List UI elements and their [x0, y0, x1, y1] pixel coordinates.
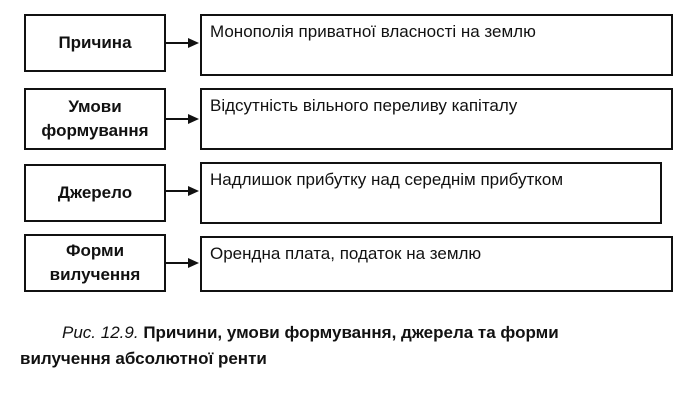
- caption-text-2: вилучення абсолютної ренти: [20, 349, 267, 368]
- desc-box-source: Надлишок прибутку над середнім прибутком: [200, 162, 662, 224]
- arrow-2: [166, 112, 200, 126]
- caption-number: 12.9.: [100, 323, 139, 342]
- arrow-3: [166, 184, 200, 198]
- desc-conditions: Відсутність вільного переливу капіталу: [210, 96, 518, 115]
- desc-source: Надлишок прибутку над середнім прибутком: [210, 170, 564, 189]
- label-cause: Причина: [58, 33, 132, 52]
- figure-caption: Рис. 12.9. Причини, умови формування, дж…: [20, 320, 680, 372]
- label-source: Джерело: [57, 183, 133, 202]
- label-forms: Форми вилучення: [49, 241, 141, 284]
- label-box-source: Джерело: [24, 164, 166, 222]
- desc-box-forms: Орендна плата, податок на землю: [200, 236, 673, 292]
- desc-cause: Монополія приватної власності на землю: [210, 22, 536, 41]
- rent-diagram: Причина Монополія приватної власності на…: [24, 14, 673, 292]
- desc-forms: Орендна плата, податок на землю: [210, 244, 482, 263]
- arrow-1: [166, 36, 200, 50]
- label-box-conditions: Умови формування: [24, 88, 166, 150]
- caption-line-1: Рис. 12.9. Причини, умови формування, дж…: [20, 320, 680, 346]
- arrow-4: [166, 256, 200, 270]
- label-box-cause: Причина: [24, 14, 166, 72]
- label-conditions: Умови формування: [41, 97, 149, 140]
- label-box-forms: Форми вилучення: [24, 234, 166, 292]
- caption-text-1: Причини, умови формування, джерела та фо…: [143, 323, 559, 342]
- desc-box-cause: Монополія приватної власності на землю: [200, 14, 673, 76]
- desc-box-conditions: Відсутність вільного переливу капіталу: [200, 88, 673, 150]
- caption-prefix: Рис.: [62, 323, 97, 342]
